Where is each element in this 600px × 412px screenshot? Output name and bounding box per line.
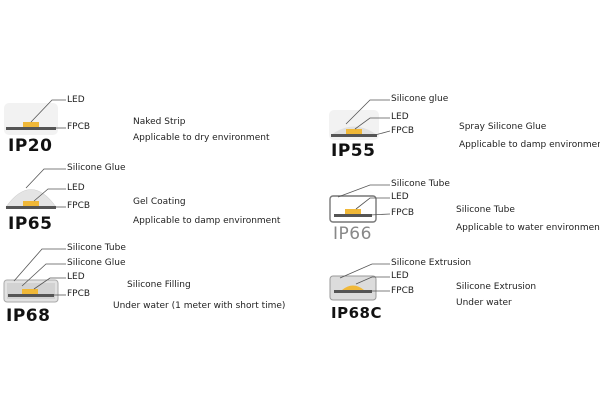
ip66-led-label: LED — [391, 192, 409, 202]
ip55-application: Applicable to damp environment — [459, 140, 600, 150]
ip68c-extrusion-leader — [339, 263, 390, 279]
ip68c-led-leader — [355, 276, 390, 285]
ip55-led-label: LED — [391, 112, 409, 122]
ip20-led-leader — [30, 99, 66, 123]
ip65-glue-label: Silicone Glue — [67, 163, 126, 173]
ip20-fpcb-label: FPCB — [67, 122, 91, 132]
ip68-led-label: LED — [67, 272, 85, 282]
ip20-cross-section — [4, 99, 66, 135]
ip55-cross-section — [329, 99, 391, 140]
ip68c-cross-section — [329, 263, 390, 301]
ip55-fpcb — [331, 134, 377, 137]
ip68-application: Under water (1 meter with short time) — [113, 301, 286, 311]
ip55-fpcb-leader — [374, 130, 391, 136]
ip66-led — [345, 209, 361, 214]
ip65-rating: IP65 — [8, 214, 53, 234]
ip68c-fpcb-label: FPCB — [391, 286, 415, 296]
ip55-led — [346, 129, 362, 134]
ip68c-name: Silicone Extrusion — [456, 282, 537, 292]
ip20-application: Applicable to dry environment — [133, 133, 270, 143]
ip65-led-leader — [33, 188, 66, 202]
ip65-application: Applicable to damp environment — [133, 216, 281, 226]
ip68c-rating: IP68C — [331, 304, 382, 322]
ip68c-led-label: LED — [391, 271, 409, 281]
ip66-tube-leader — [337, 184, 390, 198]
ip66-application: Applicable to water environment — [456, 223, 600, 233]
ip65-glue-leader — [25, 168, 66, 189]
ip65-fpcb-label: FPCB — [67, 201, 91, 211]
ip65-led — [23, 201, 39, 206]
ip68c-extrusion-label: Silicone Extrusion — [391, 258, 472, 268]
ip68c-application: Under water — [456, 298, 512, 308]
ip66-cross-section — [329, 184, 391, 223]
ip66-fpcb-leader — [369, 213, 391, 216]
ip68-led — [22, 289, 38, 294]
ip68-fpcb-label: FPCB — [67, 289, 91, 299]
ip68-fpcb — [8, 294, 54, 297]
ip66-name: Silicone Tube — [456, 205, 515, 215]
ip68c-fpcb — [334, 290, 372, 293]
ip65-cross-section — [5, 168, 66, 209]
ip68-tube-label: Silicone Tube — [67, 243, 126, 253]
ip55-fpcb-label: FPCB — [391, 126, 415, 136]
ip68-cross-section — [3, 248, 66, 303]
ip66-tube-label: Silicone Tube — [391, 179, 450, 189]
ip20-fpcb — [6, 127, 56, 130]
ip68-name: Silicone Filling — [127, 280, 191, 290]
ip55-led-leader — [354, 117, 390, 130]
ip68-rating: IP68 — [6, 306, 51, 326]
ip66-fpcb — [334, 214, 372, 217]
ip55-glue-label: Silicone glue — [391, 94, 449, 104]
ip68-tube-leader — [13, 248, 66, 282]
ip20-name: Naked Strip — [133, 117, 186, 127]
ip65-name: Gel Coating — [133, 197, 186, 207]
ip66-fpcb-label: FPCB — [391, 208, 415, 218]
ip68-glue-leader — [21, 263, 66, 287]
ip68-glue-label: Silicone Glue — [67, 258, 126, 268]
ip20-housing-backdrop — [4, 103, 58, 135]
ip20-led-label: LED — [67, 95, 85, 105]
ip66-led-leader — [355, 197, 390, 210]
ip66-rating: IP66 — [333, 224, 372, 244]
ip65-led-label: LED — [67, 183, 85, 193]
ip55-name: Spray Silicone Glue — [459, 122, 547, 132]
ip55-rating: IP55 — [331, 141, 376, 161]
ip68c-led — [342, 285, 364, 290]
ip68-led-leader — [33, 277, 66, 290]
ip20-rating: IP20 — [8, 136, 53, 156]
ip65-fpcb — [6, 206, 56, 209]
ip20-led — [23, 122, 39, 127]
ip55-glue-leader — [345, 99, 390, 125]
